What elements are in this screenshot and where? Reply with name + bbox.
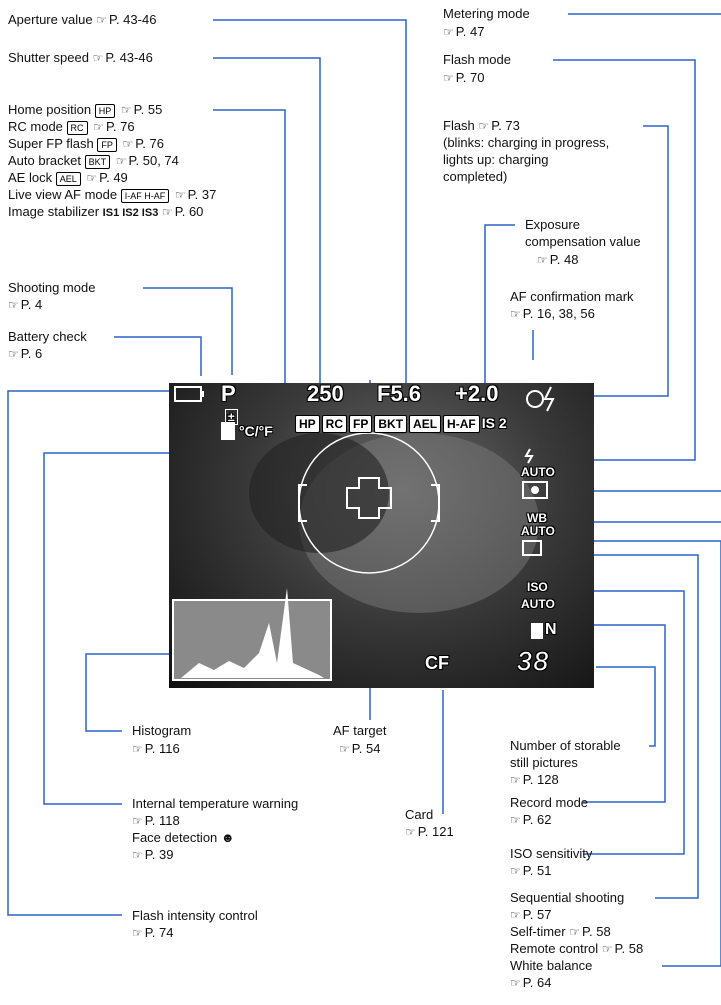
shooting-mode-label: Shooting mode — [8, 280, 96, 295]
rc-mode-label: RC mode RC P. 76 — [8, 118, 135, 136]
storable-label-1: Number of storable — [510, 738, 621, 753]
exposure-comp-ref: P. 48 — [537, 251, 578, 269]
self-timer-label: Self-timer P. 58 — [510, 923, 611, 941]
chip-is: IS 2 — [481, 415, 507, 431]
record-mode-ref: P. 62 — [510, 811, 551, 829]
face-detection-ref: P. 39 — [132, 846, 173, 864]
histogram-label: Histogram — [132, 723, 192, 738]
image-stabilizer-label: Image stabilizer IS1 IS2 IS3 P. 60 — [8, 203, 203, 222]
temp-unit: °C/°F — [239, 423, 273, 439]
flash-label: Flash P. 73 — [443, 117, 520, 135]
flash-comp-icon: ± — [225, 409, 238, 425]
flash-auto-value: AUTO — [521, 465, 555, 479]
chip-hp: HP — [295, 415, 320, 433]
flash-mode-icon — [524, 448, 534, 464]
face-detection-label: Face detection ☻ — [132, 830, 235, 845]
sequential-label: Sequential shooting — [510, 890, 625, 905]
photo-dog-shape — [249, 433, 389, 553]
iso-label-screen: ISO — [527, 580, 548, 594]
exposure-comp-label-1: Exposure — [525, 217, 580, 232]
flash-note-3: completed) — [443, 169, 508, 184]
screen-graphics — [172, 386, 555, 681]
card-ref: P. 121 — [405, 823, 454, 841]
internal-temp-label: Internal temperature warning — [132, 796, 299, 811]
chip-ael: AEL — [409, 415, 442, 433]
white-balance-label: White balance — [510, 958, 593, 973]
chip-haf: H-AF — [443, 415, 480, 433]
storable-label-2: still pictures — [510, 755, 578, 770]
chip-rc: RC — [321, 415, 348, 433]
wb-value: AUTO — [521, 524, 555, 538]
remote-label: Remote control P. 58 — [510, 940, 643, 958]
drive-mode-icon — [522, 540, 542, 556]
af-confirm-icon — [526, 390, 544, 408]
battery-check-ref: P. 6 — [8, 345, 42, 363]
af-target-label: AF target — [333, 723, 387, 738]
record-quality-value: N — [545, 621, 557, 638]
ae-lock-label: AE lock AEL P. 49 — [8, 169, 128, 187]
flash-note-1: (blinks: charging in progress, — [443, 135, 610, 150]
white-balance-ref: P. 64 — [510, 974, 551, 992]
flash-note-2: lights up: charging — [443, 152, 549, 167]
record-mode-label: Record mode — [510, 795, 589, 810]
wb-label: WB — [527, 511, 547, 525]
sequential-ref: P. 57 — [510, 906, 551, 924]
histogram-plot — [181, 588, 324, 678]
aperture-label: Aperture value P. 43-46 — [8, 11, 156, 29]
temp-warning-icon — [221, 422, 235, 440]
iso-value: AUTO — [521, 597, 555, 611]
shutter-value: 250 — [307, 383, 344, 406]
flash-intensity-ref: P. 74 — [132, 924, 173, 942]
flash-intensity-label: Flash intensity control — [132, 908, 258, 923]
af-frame — [298, 432, 440, 574]
record-size-icon — [531, 623, 543, 639]
home-position-label: Home position HP P. 55 — [8, 101, 162, 119]
chip-bkt: BKT — [374, 415, 408, 433]
internal-temp-ref: P. 118 — [132, 812, 180, 830]
flash-mode-ref: P. 70 — [443, 69, 484, 87]
auto-bracket-label: Auto bracket BKT P. 50, 74 — [8, 152, 179, 170]
exposure-comp-value: +2.0 — [455, 383, 499, 406]
iso-ref: P. 51 — [510, 862, 551, 880]
af-confirm-ref: P. 16, 38, 56 — [510, 305, 595, 323]
af-confirm-label: AF confirmation mark — [510, 289, 634, 304]
shots-remaining-value: 38 — [517, 646, 550, 676]
aperture-value: F5.6 — [377, 383, 422, 406]
card-label: Card — [405, 807, 434, 822]
shooting-mode-value: P — [221, 383, 236, 406]
super-fp-label: Super FP flash FP P. 76 — [8, 135, 164, 153]
metering-ref: P. 47 — [443, 23, 484, 41]
af-target-cross-icon — [346, 477, 392, 519]
battery-icon — [174, 386, 202, 402]
metering-label: Metering mode — [443, 6, 530, 21]
exposure-comp-label-2: compensation value — [525, 234, 641, 249]
battery-check-label: Battery check — [8, 329, 87, 344]
histogram-ref: P. 116 — [132, 740, 180, 758]
shutter-label: Shutter speed P. 43-46 — [8, 49, 153, 67]
iso-label: ISO sensitivity — [510, 846, 593, 861]
flash-mode-label: Flash mode — [443, 52, 511, 67]
af-target-ref: P. 54 — [339, 740, 380, 758]
shooting-mode-ref: P. 4 — [8, 296, 42, 314]
metering-icon — [522, 481, 548, 499]
live-view-af-label: Live view AF mode I-AF H-AF P. 37 — [8, 186, 216, 204]
flash-bolt-icon — [543, 386, 555, 412]
storable-ref: P. 128 — [510, 771, 559, 789]
card-value: CF — [425, 653, 449, 673]
chip-fp: FP — [349, 415, 373, 433]
